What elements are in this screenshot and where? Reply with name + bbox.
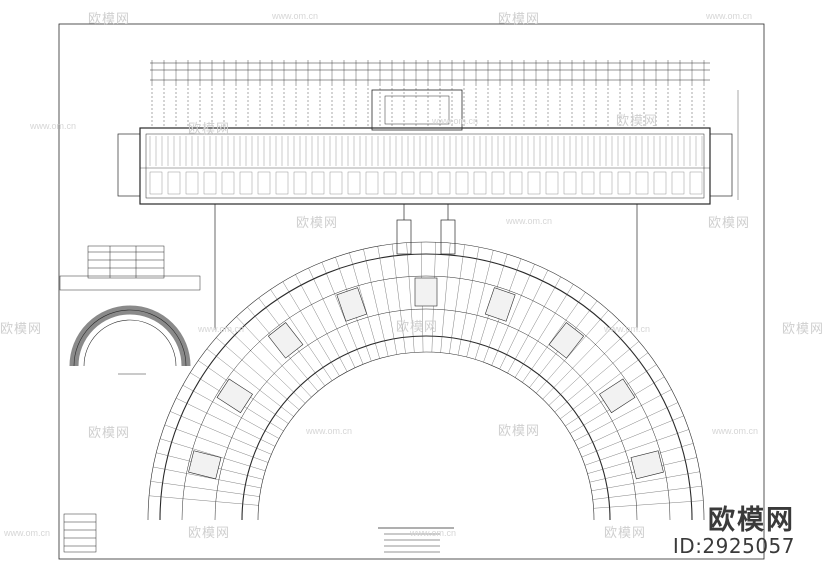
radial-line [295,274,348,372]
arc-room [267,322,304,359]
interior-room [527,171,541,195]
interior-room [239,171,253,195]
interior-room [491,171,505,195]
radial-line [236,316,312,398]
interior-room [149,171,163,195]
arc-room [414,277,438,307]
interior-room [185,171,199,195]
radial-line [578,402,679,450]
legend-table [59,245,201,291]
radial-line [522,292,586,383]
interior-room [383,171,397,195]
interior-room [329,171,343,195]
radial-line [554,341,640,413]
interior-room [167,171,181,195]
radial-line [225,326,306,404]
interior-room [293,171,307,195]
interior-room [401,171,415,195]
bottom-legend [63,513,97,553]
radial-line [160,438,266,472]
radial-line [581,415,684,458]
interior-room [473,171,487,195]
brand-id-label: ID:2925057 [672,534,795,558]
interior-room [257,171,271,195]
radial-line [449,244,465,354]
radial-line [440,243,451,353]
radial-line [560,352,649,420]
arc-room [548,322,585,359]
interior-room [509,171,523,195]
radial-line [584,429,689,466]
radial-line [457,247,480,356]
interior-room [347,171,361,195]
sheet-border [58,23,765,560]
arc-room [216,378,253,414]
radial-line [321,262,364,365]
interior-room [275,171,289,195]
interior-room [653,171,667,195]
radial-line [216,337,300,410]
radial-line [491,264,535,366]
radial-line [377,246,397,355]
interior-room [599,171,613,195]
interior-room [455,171,469,195]
key-plan [69,305,191,375]
top-dimension-lines [150,62,710,81]
radial-line [466,250,494,358]
interior-room [311,171,325,195]
radial-line [507,276,561,374]
arc-room [188,450,222,480]
radial-line [153,466,262,489]
radial-line [391,244,406,354]
arc-room [484,287,516,322]
radial-line [574,389,672,442]
brand-name: 欧模网 [708,505,795,536]
arc-room [630,450,664,480]
radial-line [593,500,704,509]
radial-line [206,348,294,417]
radial-line [349,252,380,359]
radial-line [308,267,356,368]
arc-room-blocks [188,277,664,480]
interior-room [221,171,235,195]
radial-line [282,281,340,377]
interior-room [203,171,217,195]
radial-line [363,249,389,357]
radial-line [176,397,276,447]
interior-room [581,171,595,195]
radial-line [536,310,609,394]
radial-line [164,424,269,463]
interior-room [365,171,379,195]
radial-line [170,411,272,455]
main-block-interior [149,136,703,195]
radial-line [591,471,700,491]
radial-line [270,289,333,381]
radial-line [592,485,702,500]
interior-room [545,171,559,195]
plan-title-block [378,527,454,553]
arc-room [336,287,368,322]
radial-line [150,481,260,497]
radial-line [149,495,259,506]
interior-room [671,171,685,195]
interior-room [437,171,451,195]
radial-line [542,319,620,400]
interior-room [419,171,433,195]
interior-room [617,171,631,195]
connector-corridors [214,204,638,330]
arc-room [599,378,636,414]
interior-room [563,171,577,195]
radial-line [548,330,630,406]
interior-room [689,171,703,195]
interior-room [635,171,649,195]
radial-line [514,284,574,378]
radial-line [499,270,549,370]
radial-line [182,385,280,439]
radial-line [406,242,415,353]
main-block [117,89,733,205]
column-grid-ticks [151,60,705,128]
